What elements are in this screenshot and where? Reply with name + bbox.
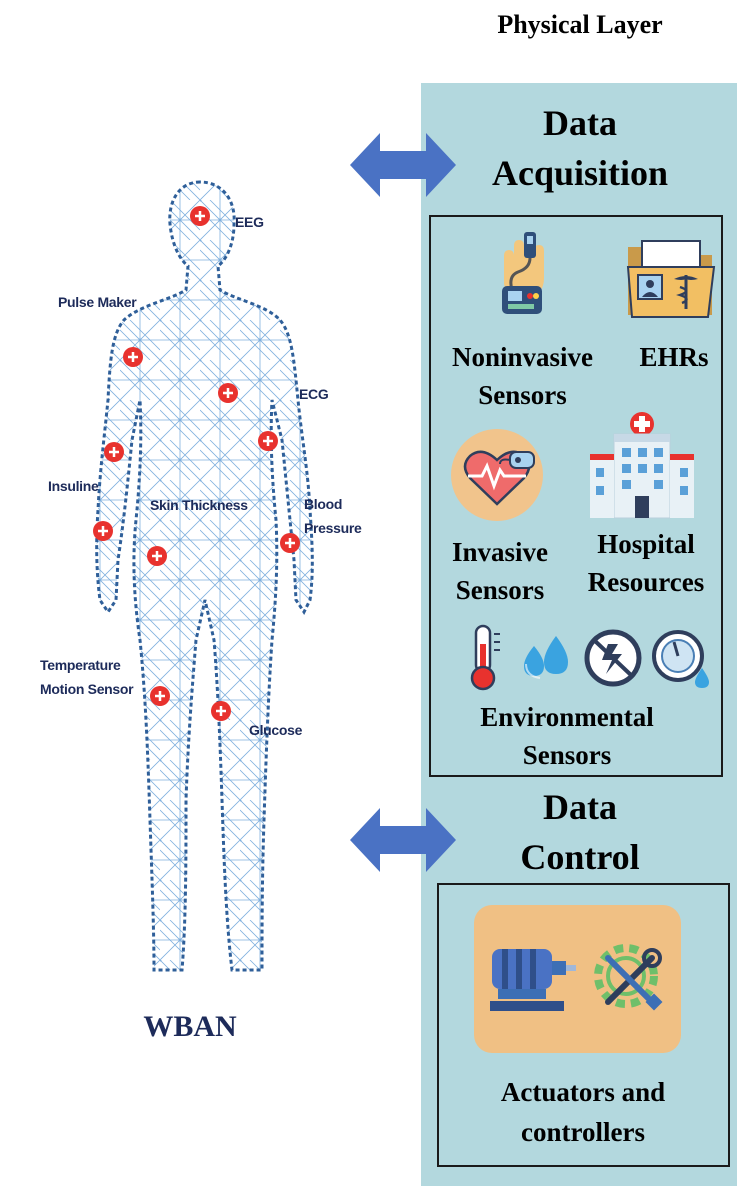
acquisition-item-invasive-line2: Sensors bbox=[455, 575, 545, 605]
actuators-controllers-line2: controllers bbox=[521, 1117, 645, 1147]
hospital-building-icon bbox=[590, 412, 694, 519]
control-double-arrow bbox=[350, 808, 456, 872]
wban-caption: WBAN bbox=[143, 1010, 237, 1043]
sensor-dot-blood-pressure bbox=[280, 533, 300, 553]
data-control-heading-line2: Control bbox=[520, 837, 640, 877]
label-pressure: Pressure bbox=[304, 520, 362, 536]
hand-sensor-icon bbox=[502, 232, 544, 314]
actuators-controllers-label: Actuators and controllers bbox=[440, 1072, 726, 1152]
acquisition-sources-box bbox=[429, 215, 723, 777]
label-glucose: Glucose bbox=[249, 722, 303, 738]
data-acquisition-heading-line2: Acquisition bbox=[491, 153, 669, 193]
medical-folder-icon bbox=[626, 240, 716, 318]
label-eeg: EEG bbox=[235, 214, 264, 230]
label-ecg: ECG bbox=[299, 386, 329, 402]
acquisition-item-invasive: Invasive Sensors bbox=[430, 533, 570, 609]
sensor-dots bbox=[93, 206, 300, 721]
data-control-heading: Data Control bbox=[440, 782, 720, 882]
sensor-dot-eeg bbox=[190, 206, 210, 226]
sensor-dot-pulse-maker bbox=[123, 347, 143, 367]
sensor-dot-arm-right bbox=[258, 431, 278, 451]
label-skin-thickness: Skin Thickness bbox=[150, 497, 248, 513]
acquisition-item-environmental-line2: Sensors bbox=[522, 740, 612, 770]
layer-title: Physical Layer bbox=[497, 10, 663, 39]
label-pulse-maker: Pulse Maker bbox=[58, 294, 137, 310]
thermometer-humidity-icon bbox=[470, 624, 709, 691]
gear-tools-icon bbox=[594, 944, 663, 1011]
acquisition-item-ehrs-line1: EHRs bbox=[639, 342, 709, 372]
acquisition-double-arrow bbox=[350, 133, 456, 197]
motor-icon bbox=[490, 949, 576, 1011]
actuators-controllers-line1: Actuators and bbox=[500, 1077, 666, 1107]
sensor-dot-arm-left bbox=[104, 442, 124, 462]
label-motion-sensor: Motion Sensor bbox=[40, 681, 134, 697]
sensor-dot-ecg bbox=[218, 383, 238, 403]
control-box bbox=[437, 883, 730, 1167]
acquisition-item-noninvasive-line1: Noninvasive bbox=[451, 342, 594, 372]
label-temperature: Temperature bbox=[40, 657, 121, 673]
acquisition-item-noninvasive-line2: Sensors bbox=[478, 380, 567, 410]
acquisition-item-hospital-line2: Resources bbox=[587, 567, 705, 597]
heart-pacemaker-icon bbox=[451, 429, 543, 521]
acquisition-item-environmental-line1: Environmental bbox=[480, 702, 654, 732]
data-acquisition-heading-line1: Data bbox=[543, 103, 617, 143]
acquisition-item-environmental: Environmental Sensors bbox=[440, 698, 694, 774]
acquisition-item-hospital-line1: Hospital bbox=[597, 529, 695, 559]
label-insuline: Insuline bbox=[48, 478, 99, 494]
acquisition-item-invasive-line1: Invasive bbox=[451, 537, 549, 567]
sensor-dot-skin-thickness bbox=[147, 546, 167, 566]
body-silhouette bbox=[95, 180, 314, 972]
acquisition-item-ehrs: EHRs bbox=[622, 338, 726, 376]
sensor-dot-glucose bbox=[211, 701, 231, 721]
label-blood: Blood bbox=[304, 496, 343, 512]
sensor-dot-insuline bbox=[93, 521, 113, 541]
data-control-heading-line1: Data bbox=[543, 787, 617, 827]
human-body-mesh-figure bbox=[93, 180, 314, 972]
acquisition-item-noninvasive: Noninvasive Sensors bbox=[430, 338, 615, 414]
sensor-dot-temperature bbox=[150, 686, 170, 706]
acquisition-item-hospital: Hospital Resources bbox=[571, 525, 721, 601]
data-acquisition-heading: Data Acquisition bbox=[440, 98, 720, 198]
